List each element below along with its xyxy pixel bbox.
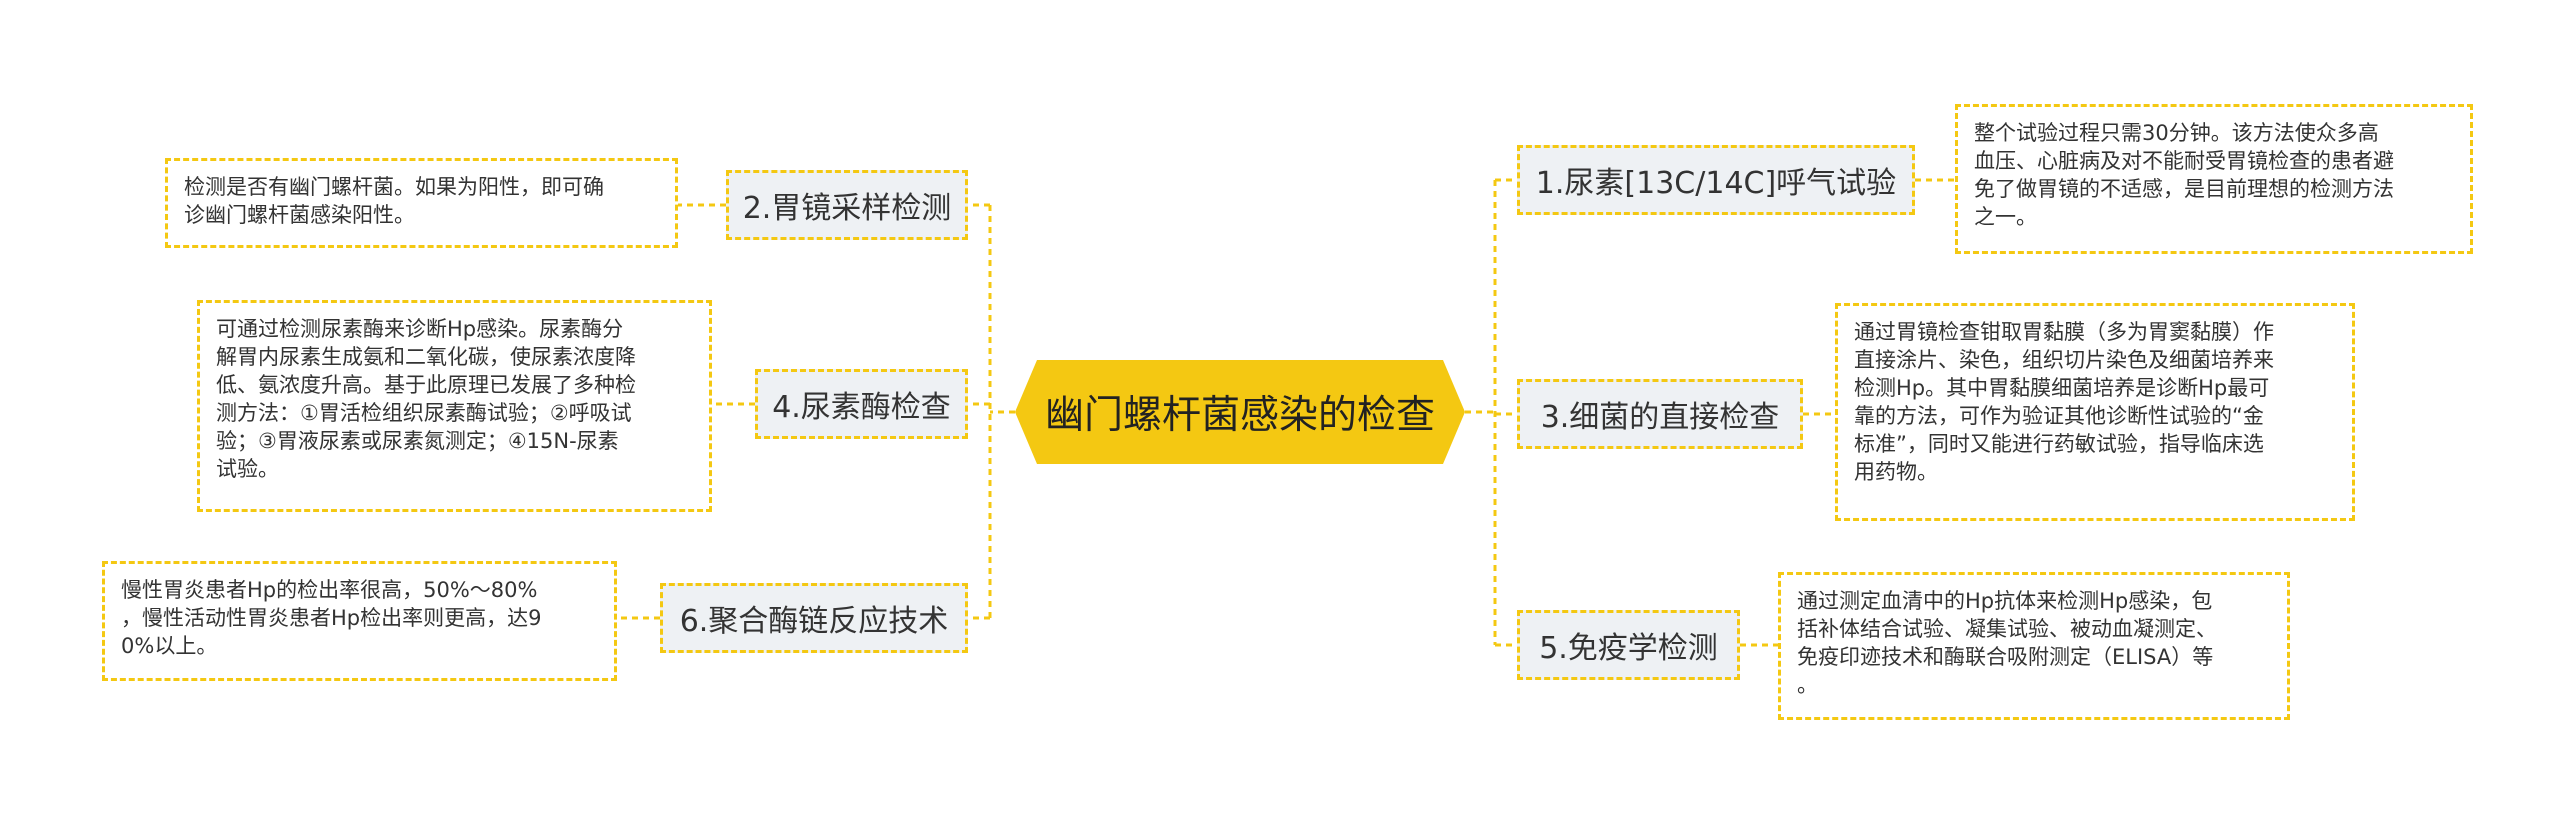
- note-urea-breath-test: 整个试验过程只需30分钟。该方法使众多高 血压、心脏病及对不能耐受胃镜检查的患者…: [1955, 104, 2473, 254]
- note-urease-test: 可通过检测尿素酶来诊断Hp感染。尿素酶分 解胃内尿素生成氨和二氧化碳，使尿素浓度…: [197, 300, 712, 512]
- topic-direct-bacteria-exam[interactable]: 3.细菌的直接检查: [1517, 379, 1803, 449]
- topic-immunology-test[interactable]: 5.免疫学检测: [1517, 610, 1740, 680]
- topic-gastroscopy-sampling[interactable]: 2.胃镜采样检测: [726, 170, 968, 240]
- note-gastroscopy-sampling: 检测是否有幽门螺杆菌。如果为阳性，即可确 诊幽门螺杆菌感染阳性。: [165, 158, 678, 248]
- root-topic[interactable]: 幽门螺杆菌感染的检查: [1015, 360, 1465, 464]
- topic-pcr-technique[interactable]: 6.聚合酶链反应技术: [660, 583, 968, 653]
- note-pcr-technique: 慢性胃炎患者Hp的检出率很高，50%～80% ，慢性活动性胃炎患者Hp检出率则更…: [102, 561, 617, 681]
- topic-urea-breath-test[interactable]: 1.尿素[13C/14C]呼气试验: [1517, 145, 1915, 215]
- note-direct-bacteria-exam: 通过胃镜检查钳取胃黏膜（多为胃窦黏膜）作 直接涂片、染色，组织切片染色及细菌培养…: [1835, 303, 2355, 521]
- note-immunology-test: 通过测定血清中的Hp抗体来检测Hp感染，包 括补体结合试验、凝集试验、被动血凝测…: [1778, 572, 2290, 720]
- topic-urease-test[interactable]: 4.尿素酶检查: [755, 369, 968, 439]
